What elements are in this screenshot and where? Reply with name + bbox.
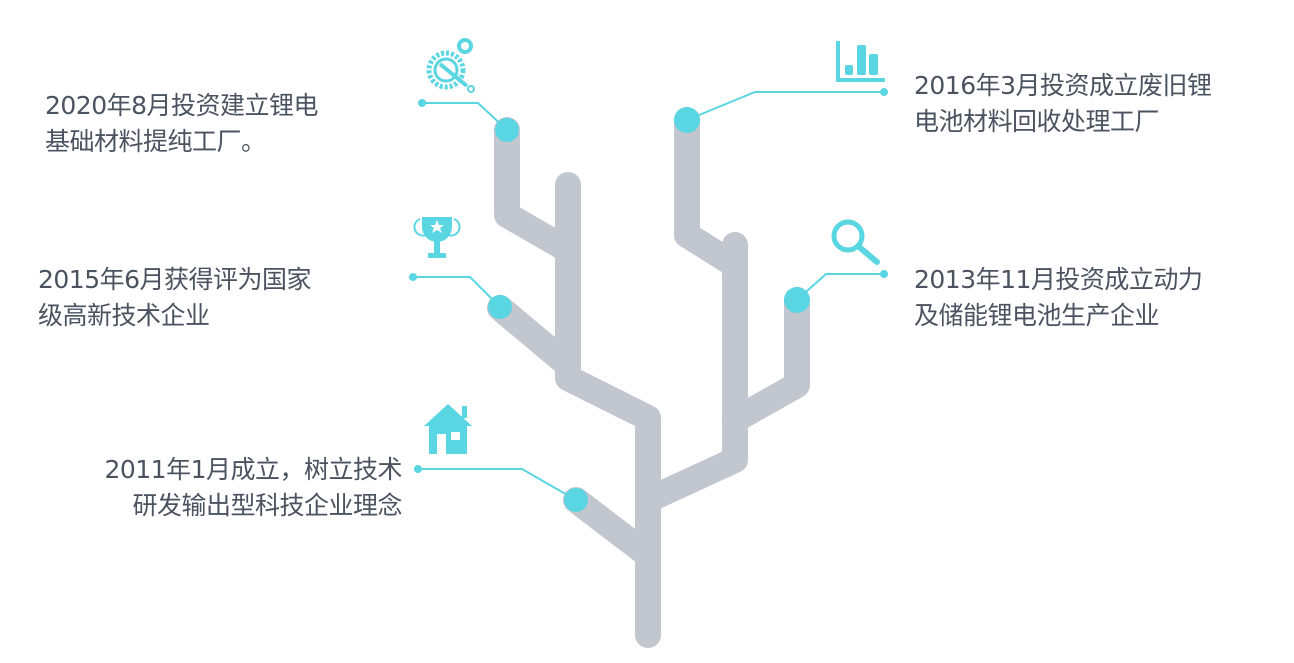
branch-right-top — [674, 107, 748, 278]
milestone-2013: 2013年11月投资成立动力 及储能锂电池生产企业 — [914, 262, 1203, 334]
milestone-text: 及储能锂电池生产企业 — [914, 301, 1160, 330]
branch-right-middle — [722, 287, 810, 433]
bar-chart-icon — [836, 41, 885, 82]
trophy-icon — [413, 217, 461, 258]
milestone-text: 2013年11月投资成立动力 — [914, 265, 1203, 294]
milestone-text: 2016年3月投资成立废旧锂 — [914, 71, 1212, 100]
milestone-2015: 2015年6月获得评为国家 级高新技术企业 — [38, 262, 312, 334]
gear-wrench-icon — [426, 38, 475, 93]
house-icon — [424, 404, 472, 454]
milestone-text: 级高新技术企业 — [38, 301, 210, 330]
milestone-2016: 2016年3月投资成立废旧锂 电池材料回收处理工厂 — [914, 68, 1212, 140]
milestone-text: 2020年8月投资建立锂电 — [45, 91, 319, 120]
branch-right — [635, 232, 748, 513]
tree-branches — [487, 107, 810, 648]
branch-left-bottom — [563, 487, 661, 568]
milestone-text: 2011年1月成立，树立技术 — [104, 455, 402, 484]
milestone-2011: 2011年1月成立，树立技术 研发输出型科技企业理念 — [104, 452, 402, 524]
branch-left-top — [494, 117, 581, 263]
milestone-text: 2015年6月获得评为国家 — [38, 265, 312, 294]
milestone-text: 电池材料回收处理工厂 — [914, 107, 1160, 136]
branch-left-middle — [487, 295, 581, 378]
milestone-2020: 2020年8月投资建立锂电 基础材料提纯工厂。 — [45, 88, 319, 160]
milestone-text: 研发输出型科技企业理念 — [132, 491, 402, 520]
milestone-text: 基础材料提纯工厂。 — [45, 127, 266, 156]
milestone-dots — [409, 88, 888, 512]
trunk — [555, 172, 661, 648]
magnifier-icon — [831, 219, 880, 265]
